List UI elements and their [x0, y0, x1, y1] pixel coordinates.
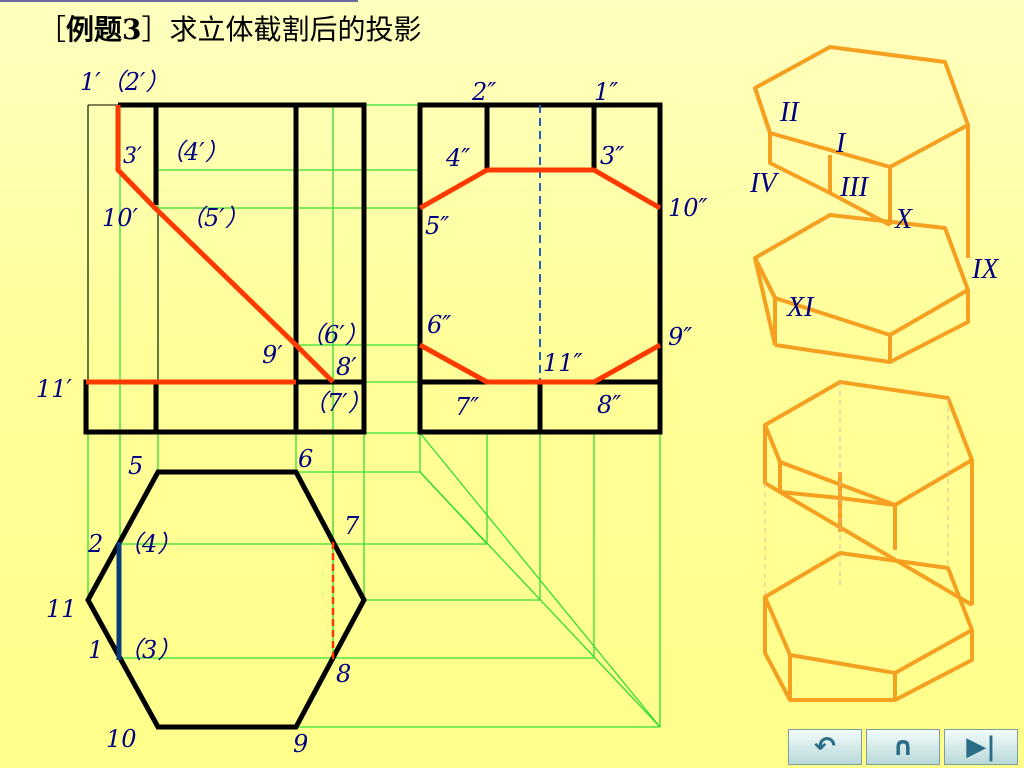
label-roman-I: I [835, 128, 847, 159]
miter-line [419, 432, 661, 728]
iso-edge [774, 335, 892, 364]
iso-base-solid [763, 551, 974, 702]
title-bracket-open: ［ [38, 13, 67, 46]
next-button[interactable]: ▶| [944, 729, 1018, 765]
label-8p: 8′ [336, 353, 357, 381]
front-cut-line [115, 105, 335, 384]
label-8: 8 [336, 660, 351, 688]
label-6p: （6′） [300, 321, 369, 349]
iso-base-top-face [763, 551, 974, 675]
front-view [83, 102, 367, 435]
up-button[interactable]: ∩ [866, 729, 940, 765]
iso-cut-plane-edge [778, 490, 974, 607]
back-icon: ↶ [814, 732, 836, 762]
front-outline [118, 102, 367, 432]
label-4p: （4′） [160, 138, 229, 166]
label-11pp: 11″ [543, 349, 583, 377]
iso-lower [753, 213, 970, 364]
label-4: （4） [118, 530, 181, 558]
iso-edge [753, 87, 772, 134]
label-7p: （7′） [303, 389, 372, 417]
iso-hidden [764, 382, 949, 600]
construction-lines [87, 104, 661, 728]
top-view [85, 469, 367, 730]
page-title: ［例题3］求立体截割后的投影 [38, 8, 422, 48]
side-cut-line [418, 342, 662, 385]
label-roman-II: II [779, 97, 800, 128]
top-rule [0, 0, 358, 2]
iso-cut-top-face [763, 380, 974, 507]
label-4pp: 4″ [445, 144, 470, 172]
iso-edge [889, 290, 970, 364]
side-cut-line [418, 167, 662, 211]
label-roman-III: III [839, 172, 870, 203]
title-bracket-close: ］ [141, 13, 170, 46]
label-11: 11 [46, 595, 77, 623]
label-roman-IV: IV [749, 168, 779, 199]
label-roman-X: X [894, 204, 913, 235]
iso-edge [763, 597, 974, 702]
label-9p: 9′ [262, 341, 283, 369]
label-6pp: 6″ [427, 311, 451, 339]
iso-edge [753, 257, 777, 345]
label-9pp: 9″ [668, 323, 692, 351]
label-2pp: 2″ [471, 78, 496, 106]
label-1pp: 1″ [594, 78, 618, 106]
label-3: （3） [118, 636, 181, 664]
miter-line [419, 471, 661, 728]
label-roman-IX: IX [971, 254, 999, 285]
label-9: 9 [293, 730, 308, 758]
title-example: 例题3 [66, 13, 142, 46]
iso-edge [753, 257, 777, 346]
label-10: 10 [106, 725, 137, 753]
label-11p: 11′ [36, 375, 73, 403]
label-8pp: 8″ [597, 391, 621, 419]
thin-lines [87, 104, 159, 382]
label-7pp: 7″ [455, 393, 479, 421]
navigation-bar: ↶ ∩ ▶| [788, 729, 1022, 767]
back-button[interactable]: ↶ [788, 729, 862, 765]
up-icon: ∩ [892, 732, 914, 762]
iso-cut-solid [763, 380, 974, 607]
title-text: 求立体截割后的投影 [169, 13, 422, 46]
label-7: 7 [344, 512, 360, 540]
label-6: 6 [298, 445, 313, 473]
label-5p: （5′） [180, 204, 249, 232]
side-cut-lines [418, 167, 662, 385]
label-5: 5 [128, 452, 143, 480]
label-1p2p: 1′（2′） [80, 68, 169, 96]
label-10pp: 10″ [668, 194, 708, 222]
label-roman-XI: XI [786, 292, 815, 323]
label-5pp: 5″ [425, 212, 449, 240]
next-icon: ▶| [966, 732, 996, 762]
iso-upper [753, 45, 970, 258]
label-3p: 3′ [123, 144, 142, 169]
label-1: 1 [88, 636, 103, 664]
front-cut-lines [86, 105, 335, 385]
iso-edge [778, 462, 896, 507]
label-2: 2 [87, 530, 103, 558]
label-10p: 10′ [102, 204, 139, 232]
label-3pp: 3″ [600, 142, 624, 170]
top-hexagon [85, 469, 367, 730]
